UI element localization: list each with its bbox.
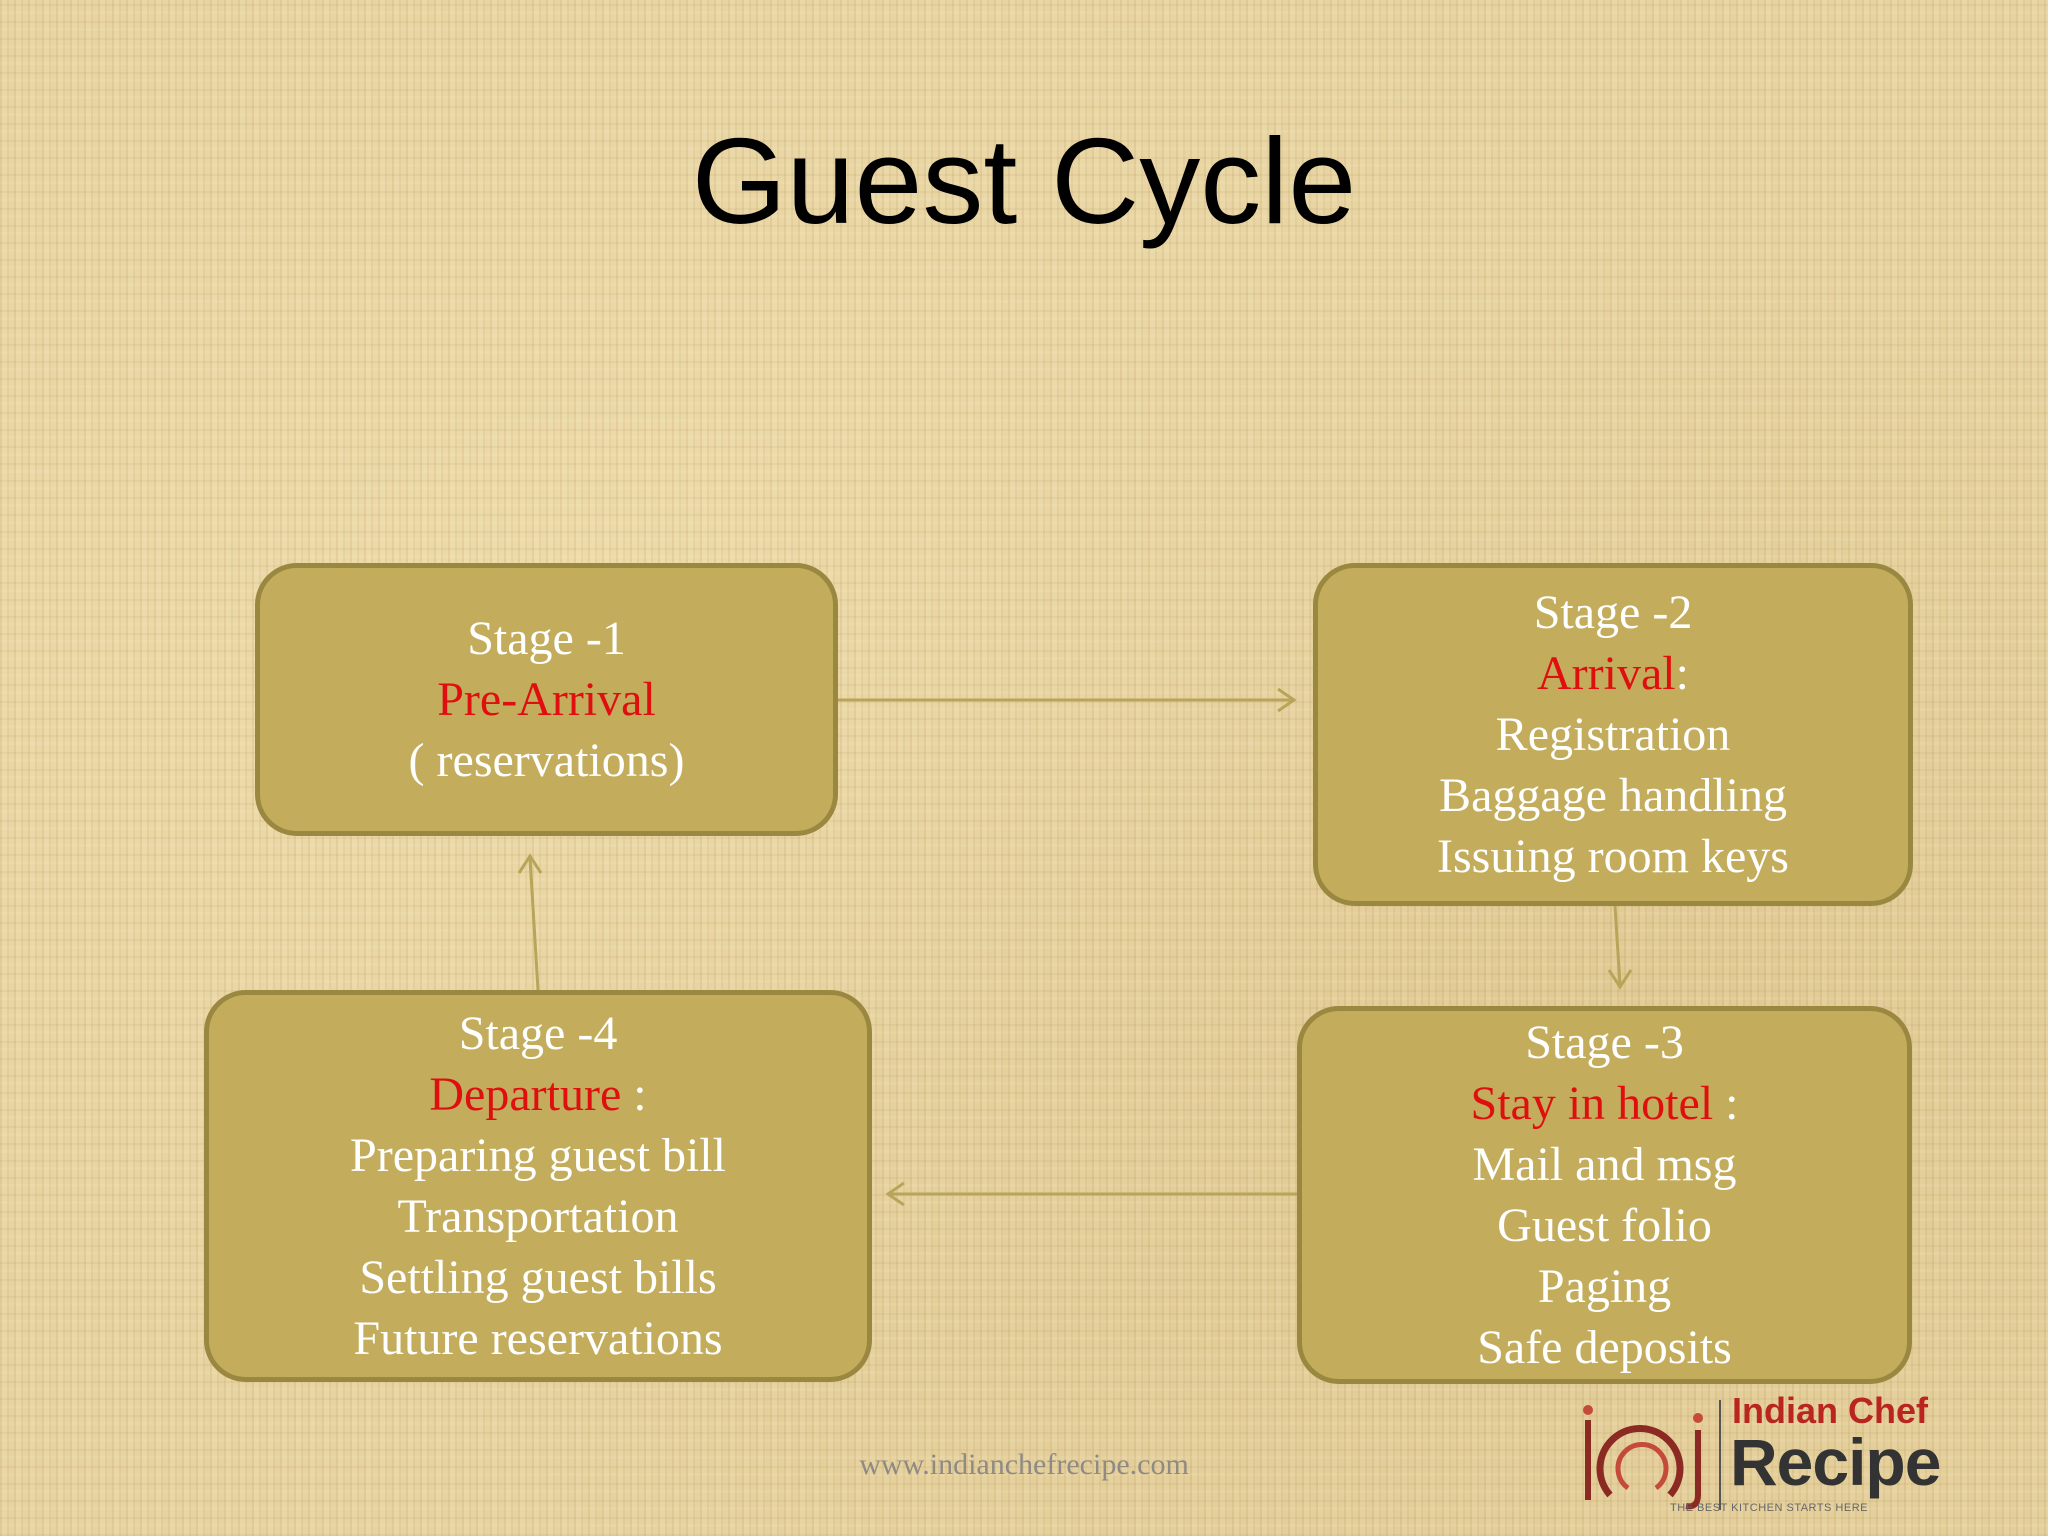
logo-line1: Indian Chef: [1732, 1390, 1928, 1431]
stage-3-item: Safe deposits: [1477, 1321, 1732, 1374]
stage-2-box: Stage -2 Arrival: Registration Baggage h…: [1313, 563, 1913, 906]
stage-3-heading-line: Stay in hotel :: [1471, 1073, 1739, 1134]
stage-1-heading-line: Pre-Arrival: [437, 669, 656, 730]
stage-4-heading-line: Departure :: [429, 1064, 646, 1125]
stage-3-item: Guest folio: [1497, 1199, 1712, 1252]
stage-2-label: Stage -2: [1533, 586, 1693, 639]
brand-logo: Indian Chef Recipe THE BEST KITCHEN STAR…: [1570, 1390, 2010, 1520]
stage-3-heading-suffix: :: [1713, 1077, 1739, 1130]
stage-4-heading-suffix: :: [621, 1068, 647, 1121]
stage-1-heading: Pre-Arrival: [437, 673, 656, 726]
chef-logo-icon: [1583, 1400, 1721, 1510]
stage-4-heading: Departure: [429, 1068, 622, 1121]
arrow-down-icon: [1607, 905, 1633, 990]
stage-2-heading-line: Arrival:: [1537, 643, 1689, 704]
stage-2-item: Registration: [1495, 708, 1731, 761]
logo-tagline: THE BEST KITCHEN STARTS HERE: [1670, 1502, 1868, 1514]
stage-2-heading-suffix: :: [1675, 647, 1689, 700]
stage-3-box: Stage -3 Stay in hotel : Mail and msg Gu…: [1297, 1006, 1912, 1384]
arrow-up-icon: [517, 853, 543, 991]
stage-1-item: ( reservations): [408, 734, 685, 787]
stage-4-item: Transportation: [397, 1190, 679, 1243]
stage-3-item: Paging: [1537, 1260, 1672, 1313]
stage-1-box: Stage -1 Pre-Arrival ( reservations): [255, 563, 838, 836]
stage-1-label: Stage -1: [467, 612, 626, 665]
stage-3-item: Mail and msg: [1472, 1138, 1737, 1191]
stage-2-item: Issuing room keys: [1437, 830, 1789, 883]
stage-2-heading: Arrival: [1537, 647, 1676, 700]
stage-3-label: Stage -3: [1525, 1016, 1684, 1069]
stage-4-item: Settling guest bills: [359, 1251, 717, 1304]
stage-4-label: Stage -4: [458, 1007, 618, 1060]
stage-3-heading: Stay in hotel: [1470, 1077, 1714, 1130]
stage-2-item: Baggage handling: [1439, 769, 1787, 822]
stage-4-item: Future reservations: [353, 1312, 723, 1365]
arrow-right-icon: [838, 687, 1297, 713]
logo-line2: Recipe: [1730, 1425, 1941, 1499]
stage-4-item: Preparing guest bill: [350, 1129, 726, 1182]
page-title: Guest Cycle: [691, 113, 1357, 249]
footer-url: www.indianchefrecipe.com: [859, 1448, 1189, 1481]
stage-4-box: Stage -4 Departure : Preparing guest bil…: [204, 990, 872, 1382]
arrow-left-icon: [885, 1181, 1297, 1207]
